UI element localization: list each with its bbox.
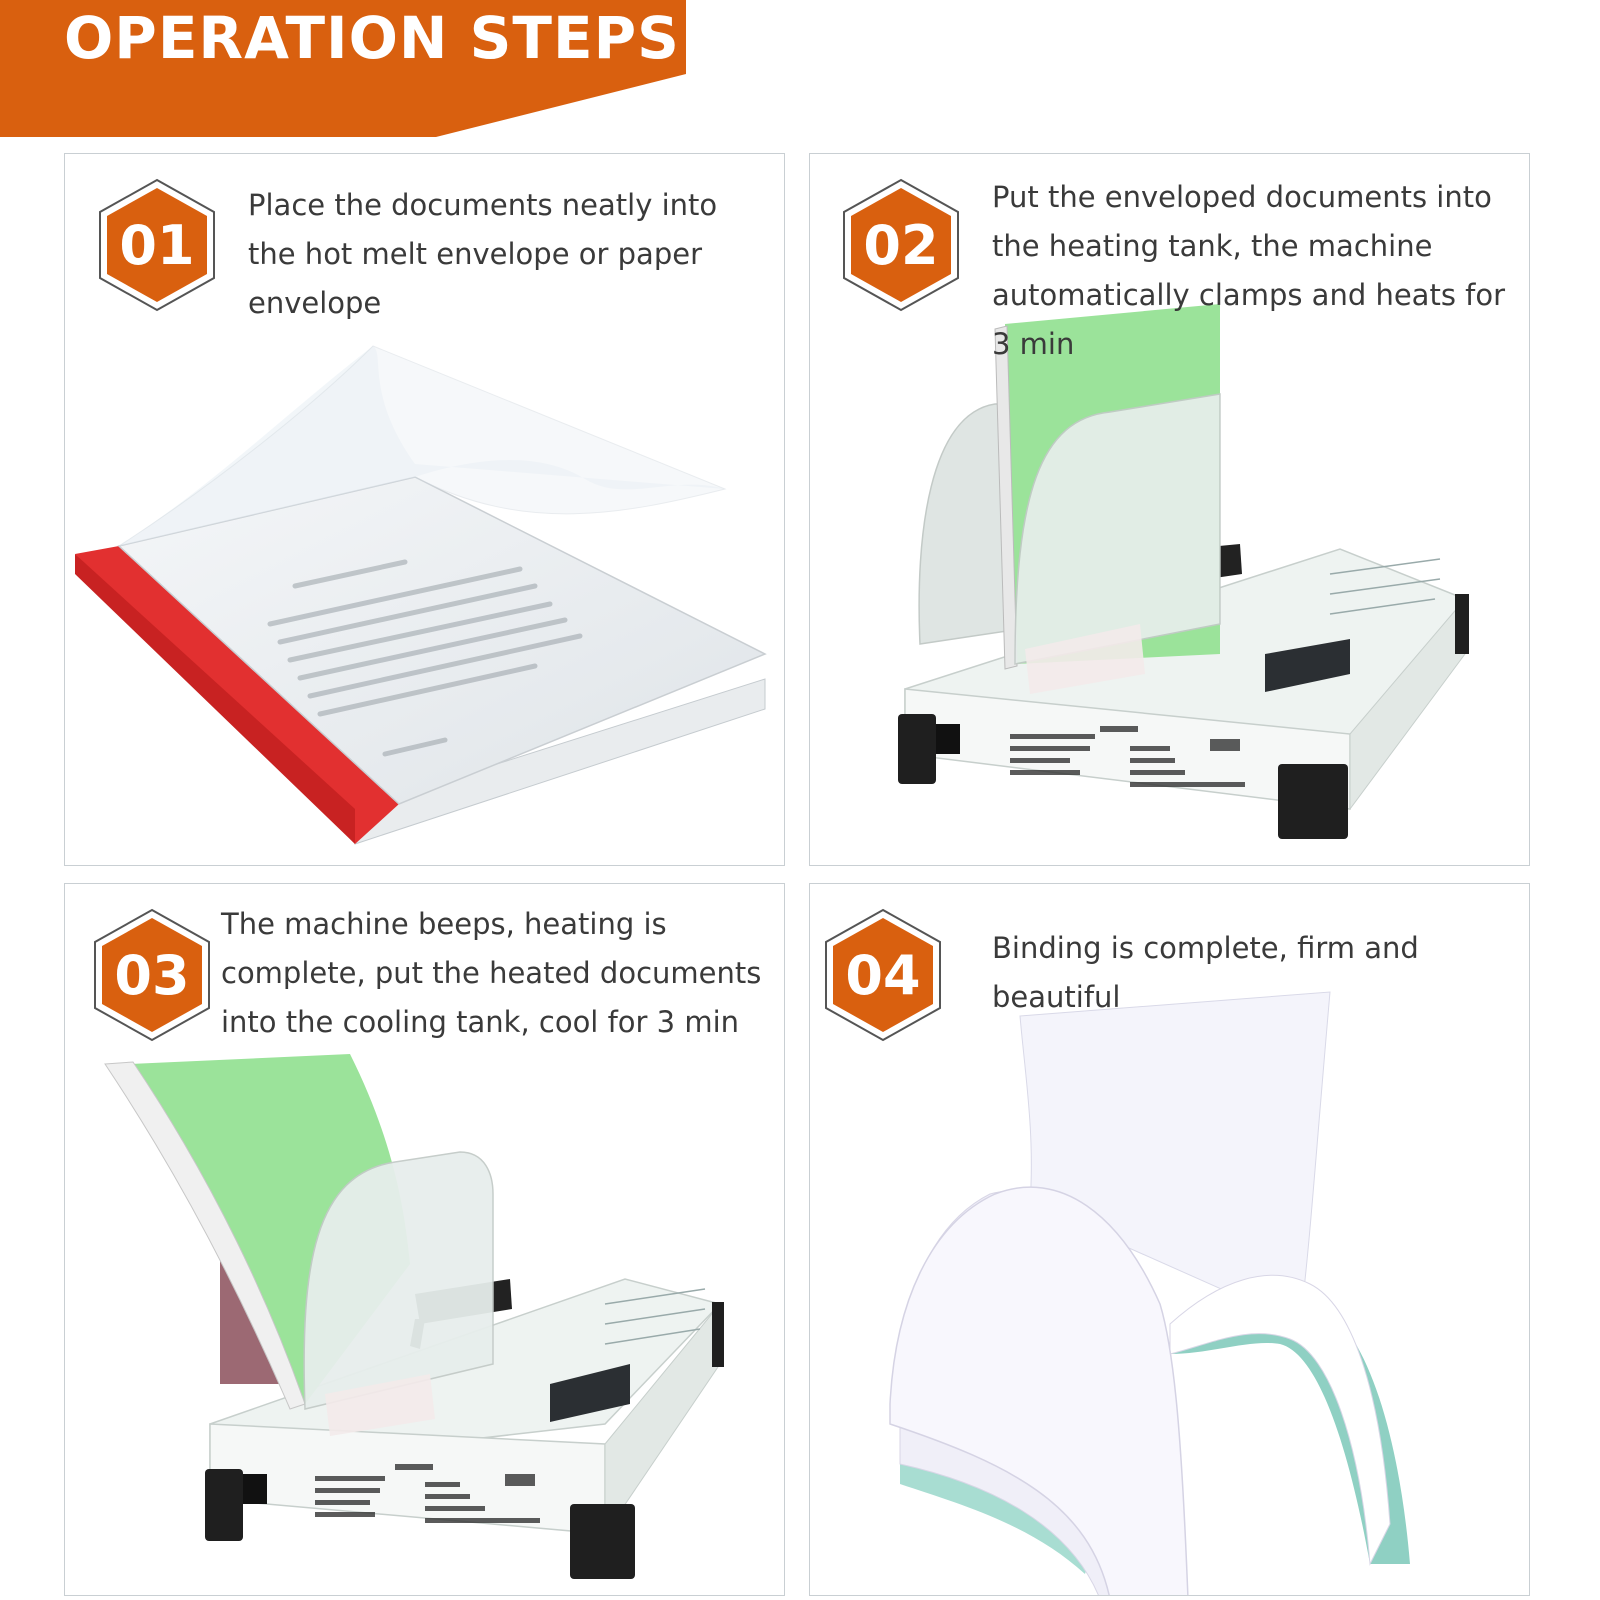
header-banner: OPERATION STEPS [0, 0, 690, 140]
step-description: Binding is complete, firm and beautiful [992, 931, 1419, 1014]
step-badge-3: 03 [92, 908, 212, 1042]
step-description: Put the enveloped documents into the hea… [992, 180, 1506, 361]
cooling-machine-illustration [104, 1054, 724, 1579]
step-description: Place the documents neatly into the hot … [248, 188, 718, 320]
banner-shape [0, 0, 686, 137]
heating-machine-illustration [898, 304, 1469, 839]
step-panel-3: 03 The machine beeps, heating is complet… [64, 883, 785, 1596]
step-number: 02 [863, 213, 939, 277]
step-badge-4: 04 [823, 908, 943, 1042]
step-description: The machine beeps, heating is complete, … [221, 907, 762, 1039]
step-number: 01 [119, 213, 195, 277]
step-panel-4: 04 Binding is complete, firm and beautif… [809, 883, 1530, 1596]
step-badge-1: 01 [97, 178, 217, 312]
hexagon-icon [94, 908, 210, 1042]
hexagon-icon [825, 908, 941, 1042]
step-panel-2: 02 Put the enveloped documents into the … [809, 153, 1530, 866]
hexagon-icon [843, 178, 959, 312]
envelope-document-illustration [75, 345, 767, 845]
step-panel-1: 01 Place the documents neatly into the h… [64, 153, 785, 866]
page-title: OPERATION STEPS [64, 4, 680, 72]
step-badge-2: 02 [841, 178, 961, 312]
hexagon-icon [99, 178, 215, 312]
step-number: 04 [845, 943, 921, 1007]
bound-book-illustration [889, 991, 1410, 1595]
step-number: 03 [114, 943, 190, 1007]
